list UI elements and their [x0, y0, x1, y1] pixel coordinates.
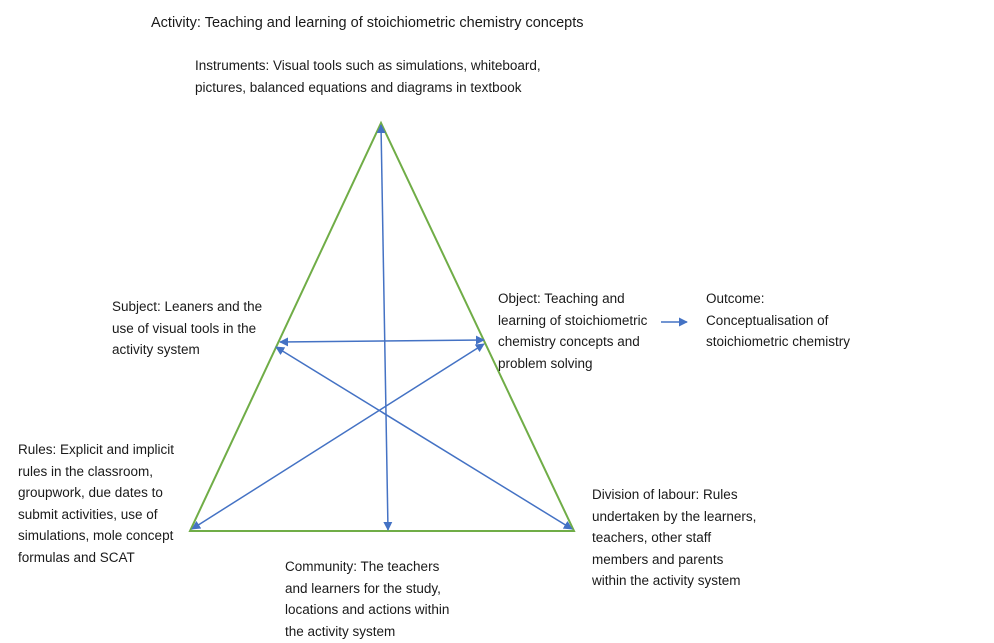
subject-label: Subject: Leaners and the use of visual t…	[112, 299, 263, 357]
activity-triangle	[188, 120, 576, 532]
rules-object-arrow	[191, 343, 485, 530]
instruments-label: Instruments: Visual tools such as simula…	[195, 58, 541, 95]
division-of-labour-label: Division of labour: Rules undertaken by …	[592, 487, 757, 588]
instruments-community-arrow	[376, 124, 393, 531]
subject-division-arrow	[275, 346, 573, 530]
subject-object-arrow	[279, 335, 485, 347]
object-label: Object: Teaching and learning of stoichi…	[498, 291, 648, 371]
outcome-label: Outcome: Conceptualisation of stoichiome…	[706, 291, 851, 349]
activity-title: Activity: Teaching and learning of stoic…	[151, 15, 584, 31]
rules-label: Rules: Explicit and implicit rules in th…	[18, 442, 175, 565]
community-label: Community: The teachers and learners for…	[285, 559, 450, 639]
